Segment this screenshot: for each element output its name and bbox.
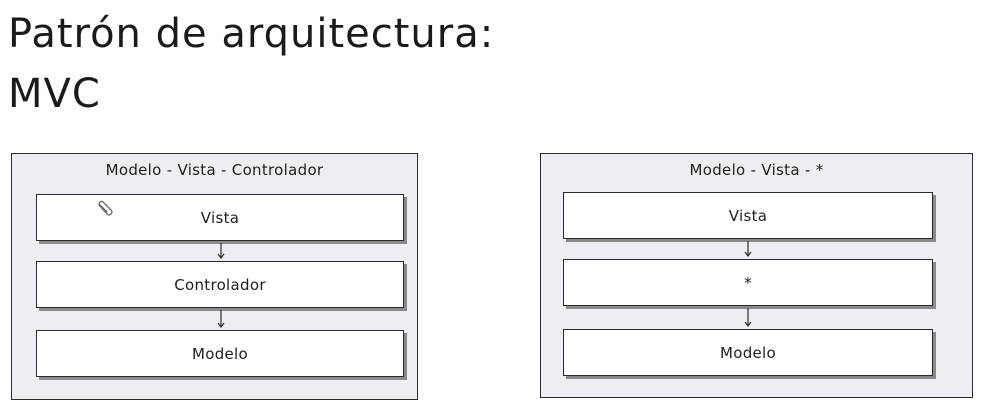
arrow-down-icon <box>744 308 752 327</box>
mvc-panel-title: Modelo - Vista - Controlador <box>105 161 324 179</box>
vista-box: Vista <box>563 192 933 239</box>
modelo-label: Modelo <box>719 343 776 362</box>
vista-box: Vista <box>36 194 404 241</box>
mv-star-diagram-panel: Modelo - Vista - * Vista * Modelo <box>540 153 973 398</box>
controlador-box: Controlador <box>36 261 404 308</box>
arrow-down-icon <box>744 241 752 257</box>
title-line-1: Patrón de arquitectura: <box>8 11 495 57</box>
mvc-diagram-panel: Modelo - Vista - Controlador Vista Contr… <box>11 153 418 400</box>
modelo-label: Modelo <box>191 344 248 363</box>
modelo-box: Modelo <box>563 329 933 376</box>
mv-star-panel-title: Modelo - Vista - * <box>689 161 824 179</box>
star-box: * <box>563 259 933 306</box>
vista-label: Vista <box>200 208 240 227</box>
modelo-box: Modelo <box>36 330 404 377</box>
paperclip-icon <box>98 200 113 216</box>
arrow-down-icon <box>217 310 225 328</box>
star-label: * <box>744 273 752 292</box>
controlador-label: Controlador <box>174 275 266 294</box>
arrow-down-icon <box>217 243 225 259</box>
vista-label: Vista <box>728 206 768 225</box>
title-line-2: MVC <box>8 71 101 117</box>
page-title: Patrón de arquitectura: MVC <box>8 4 494 124</box>
